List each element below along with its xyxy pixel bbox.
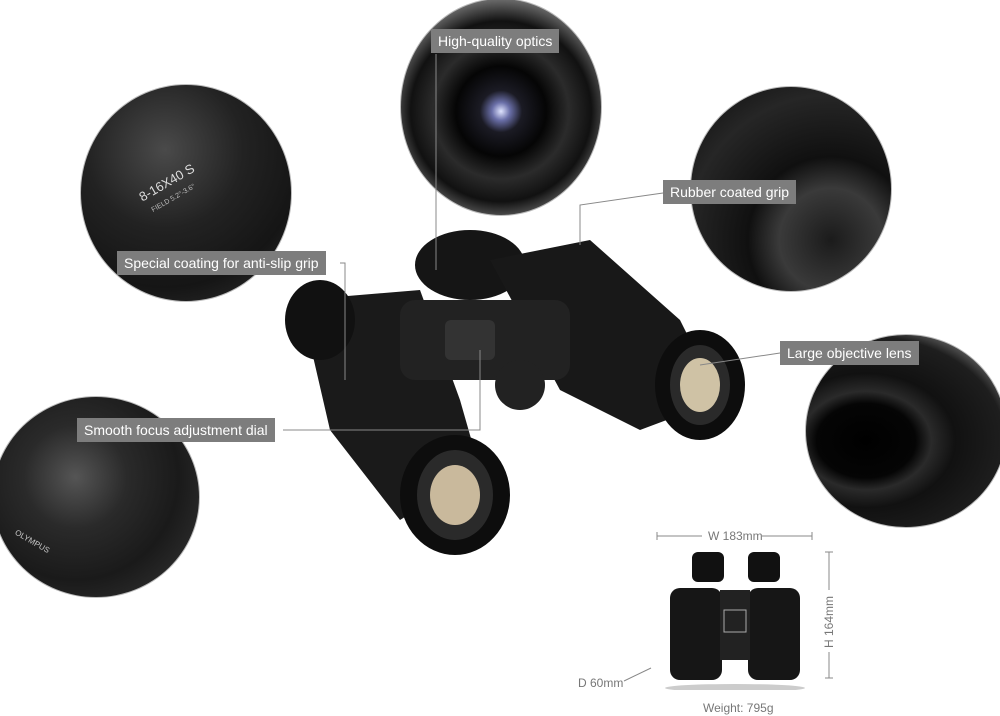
width-dimension: W 183mm: [708, 529, 763, 543]
binoculars-front-view-image: [665, 552, 805, 690]
callout-focus-dial: Smooth focus adjustment dial: [77, 418, 275, 442]
callout-high-quality-optics: High-quality optics: [431, 29, 560, 53]
callout-large-objective-lens: Large objective lens: [780, 341, 919, 365]
height-dimension: H 164mm: [822, 595, 836, 648]
objective-lens-detail-image: [805, 334, 1000, 528]
callout-anti-slip-grip: Special coating for anti-slip grip: [117, 251, 326, 275]
weight-label: Weight: 795g: [703, 701, 774, 715]
depth-dimension: D 60mm: [578, 676, 624, 690]
callout-rubber-coated-grip: Rubber coated grip: [663, 180, 797, 204]
